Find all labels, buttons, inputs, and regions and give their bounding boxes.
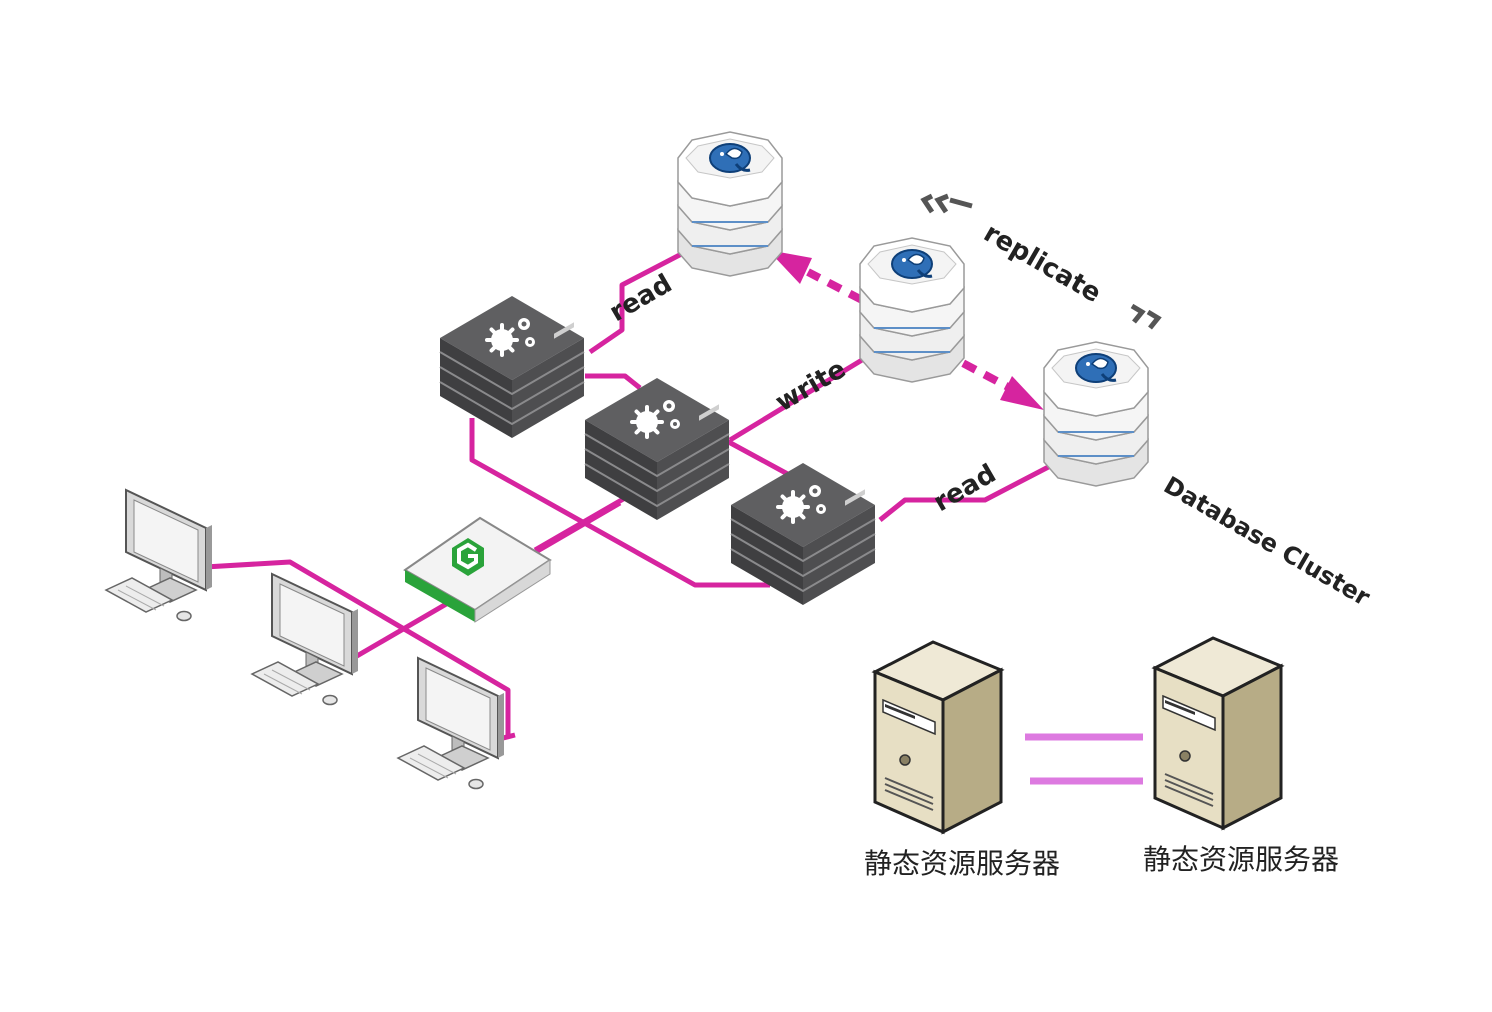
app-server-1 bbox=[438, 294, 586, 440]
label-database-cluster: Database Cluster bbox=[1159, 471, 1375, 612]
link-client1 bbox=[204, 559, 511, 738]
app-server-2 bbox=[583, 376, 731, 522]
label-write: write bbox=[771, 354, 852, 418]
link-lb-app1 bbox=[469, 418, 770, 588]
client-computer-1 bbox=[105, 489, 213, 622]
database-top bbox=[676, 130, 784, 278]
caption-static-server-right: 静态资源服务器 bbox=[1143, 843, 1340, 876]
link-read-top bbox=[588, 245, 695, 355]
nginx-g-logo-icon bbox=[452, 538, 484, 576]
database-right bbox=[1042, 340, 1150, 488]
link-write bbox=[728, 357, 864, 443]
link-read-bottom bbox=[878, 459, 1060, 522]
load-balancer bbox=[403, 516, 552, 623]
static-server-link bbox=[1025, 733, 1143, 785]
link-lb-app2 bbox=[533, 495, 627, 553]
link-lb-app3 bbox=[585, 373, 642, 390]
label-read-bottom: read bbox=[929, 459, 1002, 518]
label-replicate: replicate bbox=[979, 218, 1107, 309]
replicate-chevrons bbox=[920, 193, 1162, 330]
static-server-right bbox=[1153, 636, 1283, 830]
caption-static-server-left: 静态资源服务器 bbox=[864, 847, 1061, 880]
link-app1-app3 bbox=[723, 437, 797, 481]
network-links bbox=[204, 245, 1060, 743]
static-server-left bbox=[873, 640, 1003, 834]
database-middle bbox=[858, 236, 966, 384]
